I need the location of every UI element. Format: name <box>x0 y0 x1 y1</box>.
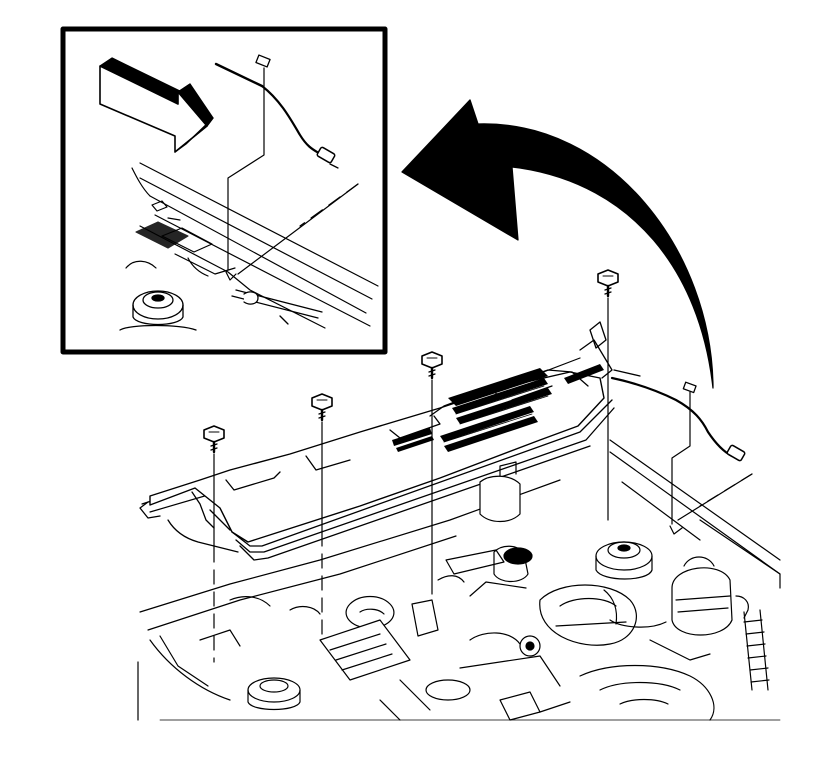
callout-arrow-icon <box>401 99 714 389</box>
corrugated-hose <box>743 609 770 691</box>
engine-components <box>159 461 770 721</box>
bolt-3-icon <box>421 351 443 595</box>
inset-strut-mount <box>119 290 197 331</box>
detail-inset <box>60 26 388 355</box>
fasteners <box>203 269 619 663</box>
inset-leader-lines <box>225 67 359 281</box>
bolt-2-icon <box>311 393 333 641</box>
connector-leader-lines <box>669 391 753 535</box>
direction-arrow-icon <box>99 57 214 153</box>
bolt-4-icon <box>597 269 619 521</box>
grille-louvers <box>392 364 604 452</box>
inset-harness-connector <box>214 54 339 169</box>
bolt-1-icon <box>203 425 225 663</box>
main-vehicle-view <box>137 269 781 721</box>
inset-cowl-panel <box>125 162 379 329</box>
main-harness <box>610 369 746 462</box>
inset-wiper-linkage <box>231 289 323 325</box>
air-inlet-grille-panel <box>139 321 615 561</box>
